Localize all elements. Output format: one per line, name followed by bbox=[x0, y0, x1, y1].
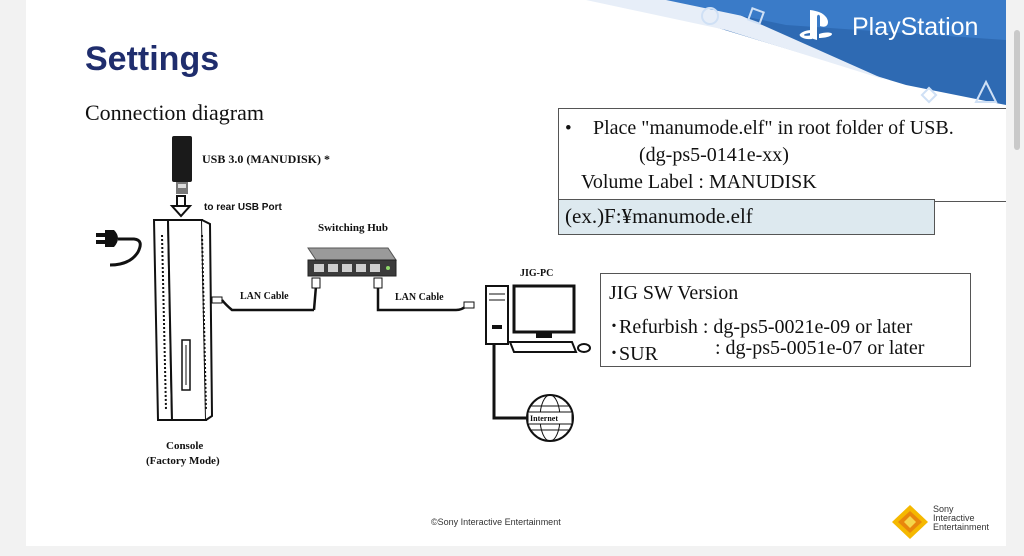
example-path-box: (ex.)F:¥manumode.elf bbox=[558, 199, 935, 235]
jig-sw-sur-value: : dg-ps5-0051e-07 or later bbox=[715, 337, 925, 359]
switching-hub-icon bbox=[307, 247, 397, 277]
console-label: Console bbox=[166, 440, 204, 452]
internet-link-line bbox=[492, 344, 526, 420]
lan-cable-left-label: LAN Cable bbox=[240, 291, 289, 302]
jig-pc-icon bbox=[485, 284, 591, 353]
sony-wordmark: Sony Interactive Entertainment bbox=[933, 505, 1003, 532]
square-shape-icon bbox=[747, 7, 765, 25]
lan-cable-right-icon bbox=[373, 277, 475, 312]
usb-note-line2: (dg-ps5-0141e-xx) bbox=[639, 144, 789, 166]
sony-word-1: Sony bbox=[933, 504, 954, 514]
sony-interactive-logo-icon bbox=[892, 505, 928, 539]
usb-note-box: • Place "manumode.elf" in root folder of… bbox=[558, 108, 1006, 202]
triangle-shape-icon bbox=[974, 79, 998, 103]
jig-sw-refurbish: ･Refurbish : dg-ps5-0021e-09 or later bbox=[609, 316, 913, 338]
copyright-text: ©Sony Interactive Entertainment bbox=[431, 517, 561, 527]
circle-shape-icon bbox=[701, 7, 719, 25]
lan-cable-right-label: LAN Cable bbox=[395, 292, 444, 303]
header-banner bbox=[586, 0, 1006, 105]
power-plug-icon bbox=[96, 230, 142, 267]
internet-label: Internet bbox=[530, 414, 558, 423]
sony-word-2: Interactive bbox=[933, 513, 975, 523]
connection-diagram bbox=[96, 136, 591, 442]
vertical-scrollbar[interactable] bbox=[1014, 30, 1020, 150]
arrow-down-icon bbox=[169, 195, 193, 218]
slide-title: Settings bbox=[85, 40, 220, 78]
jig-sw-version-box: JIG SW Version ･Refurbish : dg-ps5-0021e… bbox=[600, 273, 971, 367]
rear-port-label: to rear USB Port bbox=[204, 202, 282, 213]
example-path-text: (ex.)F:¥manumode.elf bbox=[565, 204, 753, 228]
bullet-glyph: • bbox=[565, 118, 572, 139]
jig-pc-label: JIG-PC bbox=[520, 268, 554, 279]
console-icon bbox=[152, 219, 214, 421]
console-mode-label: (Factory Mode) bbox=[146, 455, 220, 467]
usb-label: USB 3.0 (MANUDISK) * bbox=[202, 152, 331, 166]
jig-sw-heading: JIG SW Version bbox=[609, 282, 739, 304]
internet-globe-icon bbox=[526, 394, 574, 442]
playstation-logo-icon bbox=[799, 10, 832, 40]
lan-cable-left-icon bbox=[211, 277, 321, 312]
usb-stick-icon bbox=[172, 136, 192, 194]
usb-note-line3: Volume Label : MANUDISK bbox=[581, 171, 817, 193]
brand-wordmark: PlayStation bbox=[852, 13, 979, 41]
hub-label: Switching Hub bbox=[318, 222, 388, 234]
jig-sw-sur-label: ･SUR bbox=[609, 343, 658, 365]
diamond-shape-icon bbox=[920, 86, 938, 104]
slide-subtitle: Connection diagram bbox=[85, 100, 265, 125]
usb-note-line1: Place "manumode.elf" in root folder of U… bbox=[593, 117, 954, 139]
slide: PlayStation Settings Connection diagram … bbox=[26, 0, 1006, 546]
sony-word-3: Entertainment bbox=[933, 522, 990, 532]
